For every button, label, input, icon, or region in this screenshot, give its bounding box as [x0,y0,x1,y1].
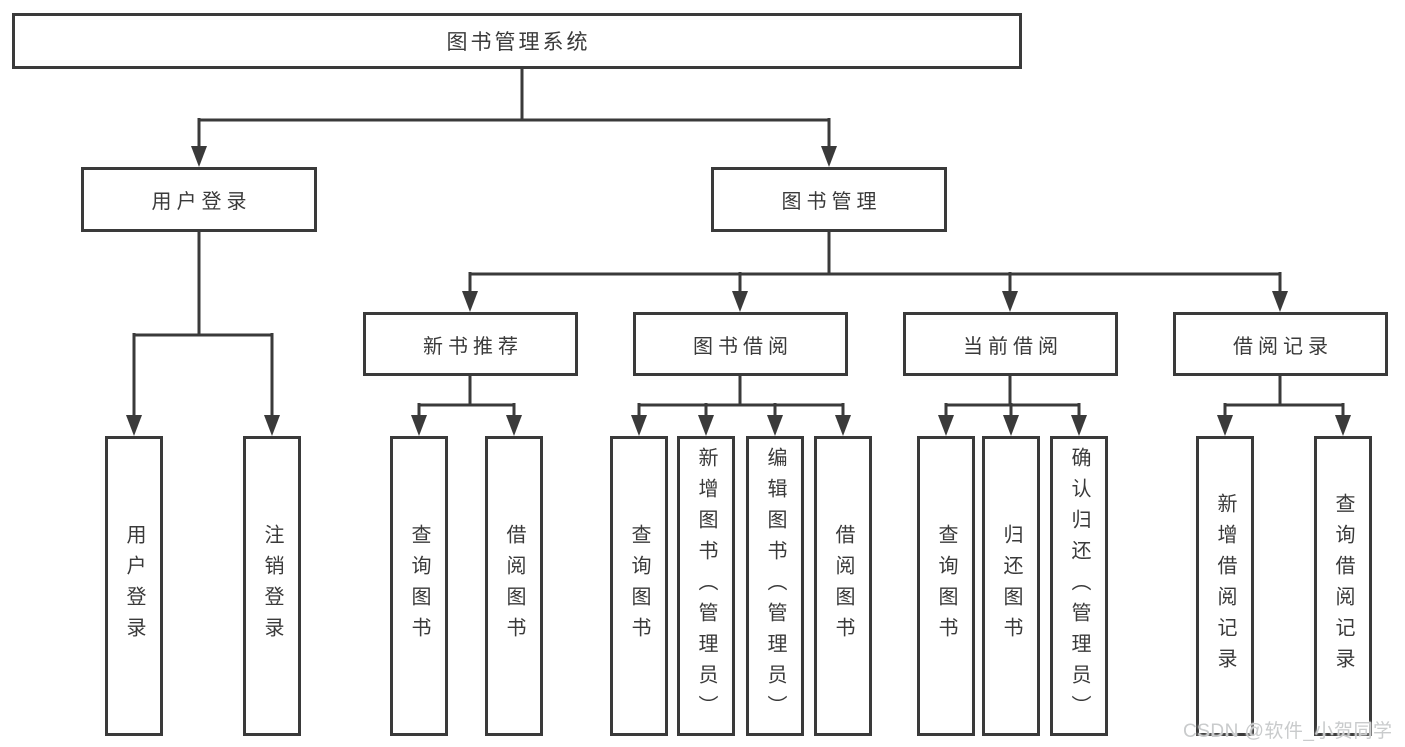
node-label: 编辑图书（管理员） [764,446,786,726]
node-label: 新增借阅记录 [1214,493,1236,679]
node-label: 查询图书 [628,524,650,648]
node-new-book-recommend: 新书推荐 [363,312,578,376]
leaf-logout: 注销登录 [243,436,301,736]
node-label: 注销登录 [261,524,283,648]
node-label: 归还图书 [1000,524,1022,648]
leaf-return-books: 归还图书 [982,436,1040,736]
node-label: 当前借阅 [963,335,1063,358]
node-label: 借阅图书 [832,524,854,648]
node-current-borrowing: 当前借阅 [903,312,1118,376]
node-label: 查询图书 [935,524,957,648]
node-label: 借阅图书 [503,524,525,648]
node-user-login: 用户登录 [81,167,317,232]
node-label: 图书借阅 [693,335,793,358]
node-book-management: 图书管理 [711,167,947,232]
leaf-confirm-return-admin: 确认归还（管理员） [1050,436,1108,736]
node-label: 查询图书 [408,524,430,648]
node-label: 借阅记录 [1233,335,1333,358]
node-label: 新书推荐 [423,335,523,358]
leaf-add-borrow-record: 新增借阅记录 [1196,436,1254,736]
leaf-query-borrow-record: 查询借阅记录 [1314,436,1372,736]
leaf-user-login: 用户登录 [105,436,163,736]
leaf-edit-book-admin: 编辑图书（管理员） [746,436,804,736]
node-label: 新增图书（管理员） [695,446,717,726]
node-borrowing-records: 借阅记录 [1173,312,1388,376]
node-label: 用户登录 [151,191,252,213]
node-label: 图书管理 [781,191,882,213]
node-library-management-system: 图书管理系统 [12,13,1022,69]
node-label: 确认归还（管理员） [1068,446,1090,726]
node-book-borrowing: 图书借阅 [633,312,848,376]
csdn-watermark: CSDN @软件_小贺同学 [1183,721,1393,742]
leaf-query-books-current: 查询图书 [917,436,975,736]
leaf-borrow-books-recommend: 借阅图书 [485,436,543,736]
leaf-add-book-admin: 新增图书（管理员） [677,436,735,736]
node-label: 查询借阅记录 [1332,493,1354,679]
node-label: 图书管理系统 [446,31,591,54]
node-label: 用户登录 [123,524,145,648]
leaf-borrow-books: 借阅图书 [814,436,872,736]
leaf-query-books-borrow: 查询图书 [610,436,668,736]
leaf-query-books-recommend: 查询图书 [390,436,448,736]
